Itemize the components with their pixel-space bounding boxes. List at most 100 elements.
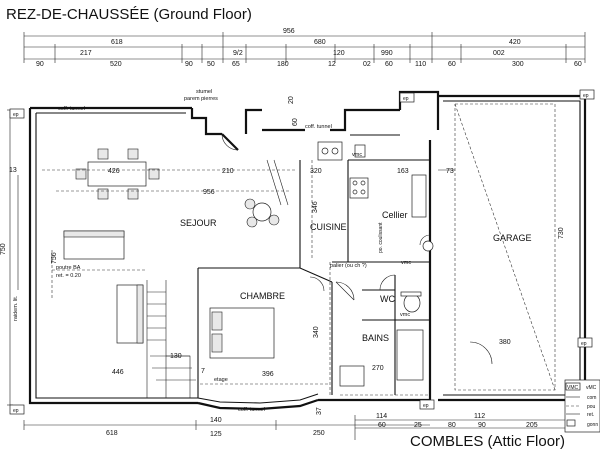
dim-top-row2-b: 9/2 [233, 50, 243, 57]
ep-7: ep [581, 341, 587, 347]
dim-346: 346 [312, 201, 319, 213]
legend-item-2: pou [587, 404, 596, 410]
legend [564, 379, 600, 433]
dim-top-row1-a: 618 [111, 39, 123, 46]
dim-top-row3-1: 520 [110, 61, 122, 68]
room-garage: GARAGE [493, 233, 532, 243]
palier-note: palier (ou ch ?) [330, 263, 367, 269]
bottom-dimension-chains [23, 415, 585, 440]
walls [28, 90, 587, 411]
poutre-note: poutre BA [56, 265, 81, 271]
room-cellier: Cellier [382, 210, 408, 220]
vmc-note-3: vmc [400, 312, 410, 318]
dim-380: 380 [499, 339, 511, 346]
ep-4: ep [13, 408, 19, 414]
dim-top-row1-c: 420 [509, 39, 521, 46]
dim-13: 13 [9, 167, 17, 174]
legend-vmc: VMC [567, 385, 579, 391]
parem-note: parem pierres [184, 96, 218, 102]
dim-340: 340 [313, 326, 320, 338]
left-dimension-chain [7, 109, 19, 406]
ep-1: ep [13, 112, 19, 118]
sofa-lower [116, 284, 144, 344]
room-cuisine: CUISINE [310, 222, 347, 232]
dining-set [75, 148, 160, 200]
dim-top-row3-7: 02 [363, 61, 371, 68]
sofa-upper [63, 230, 125, 260]
ep-5: ep [423, 403, 429, 409]
dim-bottom-618: 618 [106, 430, 118, 437]
legend-vmc-right: vMC [586, 385, 597, 391]
doors [221, 133, 493, 365]
vmc-note-1: vmc [352, 152, 362, 158]
dim-20-vertical: 20 [288, 96, 295, 104]
bathroom-fixtures [339, 291, 424, 387]
ep-3: ep [583, 93, 589, 99]
dim-overall-top: 956 [283, 28, 295, 35]
dim-60-vertical: 60 [292, 118, 299, 126]
dim-756: 756 [51, 252, 58, 264]
dim-163: 163 [397, 168, 409, 175]
dim-426: 426 [108, 168, 120, 175]
top-dimension-chains [23, 32, 586, 63]
dim-270: 270 [372, 365, 384, 372]
dim-446: 446 [112, 369, 124, 376]
ground-floor-title: REZ-DE-CHAUSSÉE (Ground Floor) [6, 6, 252, 23]
dim-top-row1-b: 680 [314, 39, 326, 46]
dim-top-row2-c: 120 [333, 50, 345, 57]
dim-bottom-114: 114 [376, 413, 387, 420]
legend-item-4: gonn [587, 422, 598, 428]
dim-top-row2-d: 990 [381, 50, 393, 57]
dim-top-row3-4: 65 [232, 61, 240, 68]
dim-130: 130 [170, 353, 182, 360]
dim-bottom-250: 250 [313, 430, 325, 437]
vmc-note-2: vmc [401, 260, 411, 266]
dim-bottom-112: 112 [474, 413, 485, 420]
dim-top-row2-a: 217 [80, 50, 92, 57]
dim-top-row3-8: 60 [385, 61, 393, 68]
room-chambre: CHAMBRE [240, 291, 285, 301]
dim-top-row3-3: 50 [207, 61, 215, 68]
kitchen-fixtures [317, 141, 434, 252]
dim-37: 37 [316, 407, 323, 415]
dim-320: 320 [310, 168, 322, 175]
dim-bottom-25: 25 [414, 422, 422, 429]
dim-top-row3-9: 110 [415, 61, 426, 68]
legend-item-1: com [587, 395, 596, 401]
room-bains: BAINS [362, 333, 389, 343]
dim-73: 73 [446, 168, 454, 175]
ep-2: ep [403, 96, 409, 102]
dim-396: 396 [262, 371, 274, 378]
dim-top-row3-0: 90 [36, 61, 44, 68]
dim-top-row3-6: 12 [328, 61, 336, 68]
coff-tunnel-2: coff. tunnel [305, 124, 332, 130]
dim-bottom-125: 125 [210, 431, 222, 438]
raidem-note: raidem. lit. [13, 295, 19, 321]
dim-956: 956 [203, 189, 215, 196]
stumel-note: stumel [196, 89, 212, 95]
dim-top-row3-2: 90 [185, 61, 193, 68]
round-table [244, 159, 289, 228]
room-wc: WC [380, 294, 395, 304]
dim-top-row2-e: 002 [493, 50, 505, 57]
etage-note: etage [214, 377, 228, 383]
dim-top-row3-12: 60 [574, 61, 582, 68]
dim-750: 750 [0, 243, 7, 255]
coff-tunnel-3: coff. tunnel [238, 407, 265, 413]
dim-7: 7 [201, 368, 205, 375]
staircase [146, 280, 196, 398]
dim-bottom-90: 90 [478, 422, 486, 429]
dim-top-row3-5: 180 [277, 61, 289, 68]
dim-bottom-140: 140 [210, 417, 222, 424]
attic-floor-title: COMBLES (Attic Floor) [410, 433, 565, 450]
room-sejour: SEJOUR [180, 218, 217, 228]
bed [209, 307, 275, 359]
dim-210: 210 [222, 168, 234, 175]
ret-note: ret. = 0.20 [56, 273, 81, 279]
coff-tunnel-1: coff. tunnel [58, 106, 85, 112]
dim-bottom-205: 205 [526, 422, 538, 429]
dim-bottom-80: 80 [448, 422, 456, 429]
dim-bottom-60: 60 [378, 422, 386, 429]
